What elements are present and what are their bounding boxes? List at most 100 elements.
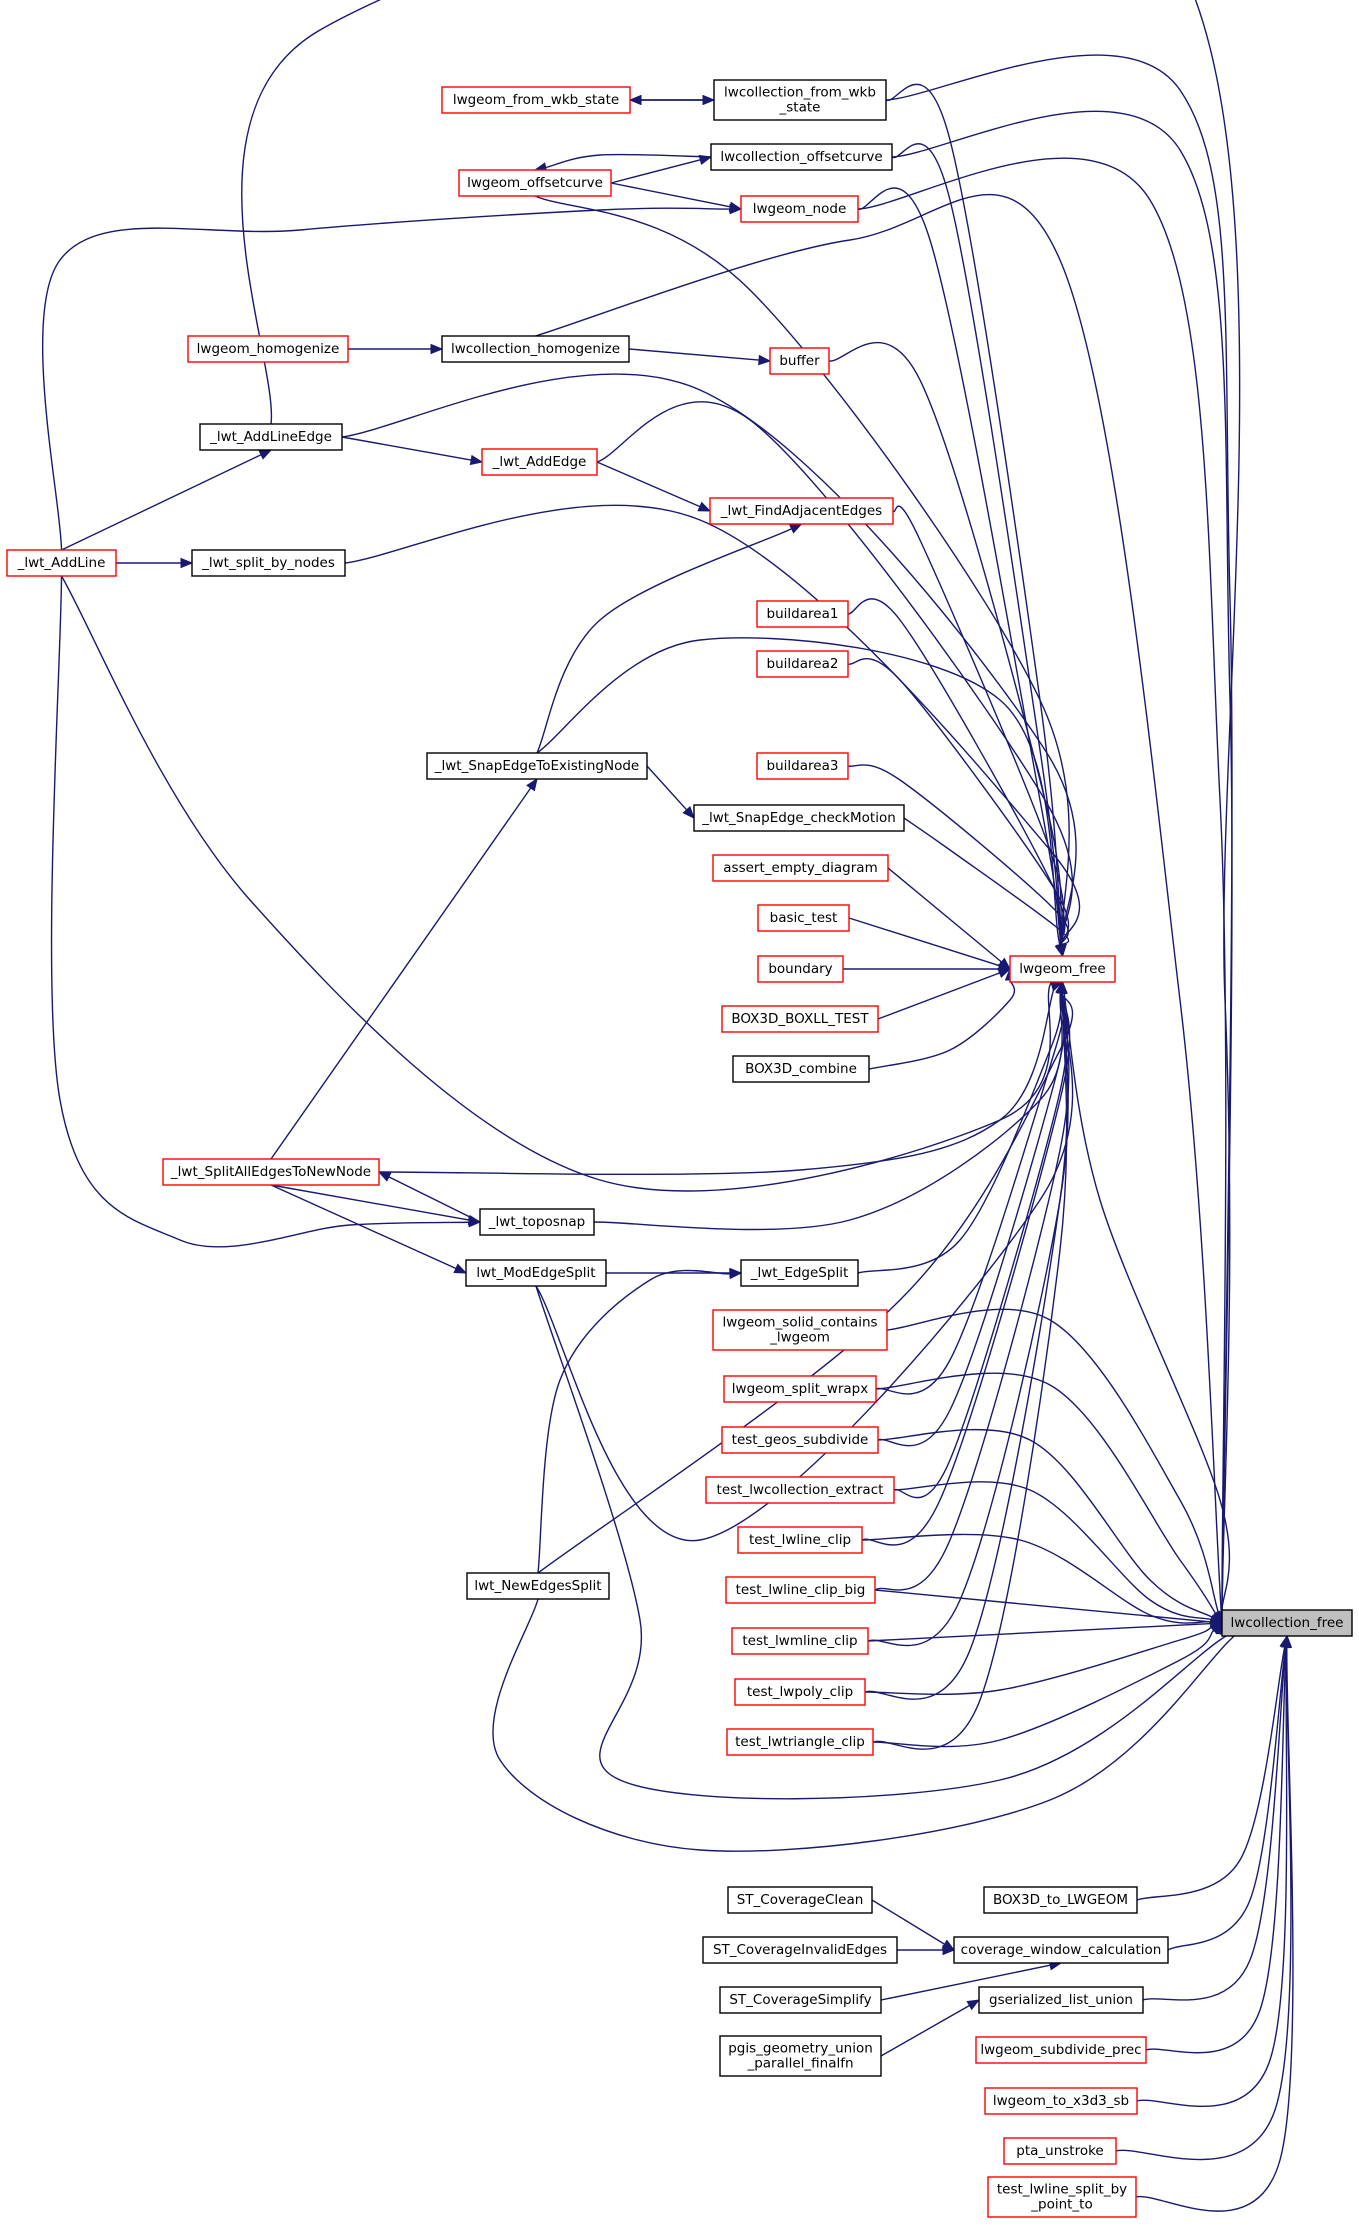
node-lwgeom-offsetcurve[interactable]: lwgeom_offsetcurve: [458, 169, 612, 197]
node-test-geos-subdivide[interactable]: test_geos_subdivide: [721, 1426, 879, 1454]
arrowhead-icon: [377, 1171, 392, 1182]
node-lwgeom-homogenize[interactable]: lwgeom_homogenize: [187, 335, 349, 363]
node-basic-test[interactable]: basic_test: [757, 904, 850, 932]
node-lwgeom-from-wkb-state[interactable]: lwgeom_from_wkb_state: [441, 86, 631, 114]
node-box3d-boxll-test[interactable]: BOX3D_BOXLL_TEST: [721, 1005, 879, 1033]
node-boundary[interactable]: boundary: [757, 955, 844, 983]
node-st-coverageclean[interactable]: ST_CoverageClean: [727, 1886, 873, 1914]
node-lwt-snapedge-checkmotion[interactable]: _lwt_SnapEdge_checkMotion: [693, 804, 905, 832]
node-label: lwcollection_from_wkb: [724, 85, 876, 101]
node-lwt-edgesplit[interactable]: _lwt_EdgeSplit: [740, 1259, 859, 1287]
edge-lwgeom_split_wrapx-to-lwcollection_free: [875, 1372, 1223, 1625]
node-test-lwline-clip[interactable]: test_lwline_clip: [737, 1526, 863, 1554]
node-lwt-toposnap[interactable]: _lwt_toposnap: [479, 1208, 595, 1236]
edge-lwcollection_from_wkb_state-to-lwcollection_free: [885, 54, 1233, 1625]
node-lwgeom-solid-contains-lwgeom[interactable]: lwgeom_solid_contains_lwgeom: [712, 1309, 888, 1351]
node-lwcollection-free[interactable]: lwcollection_free: [1221, 1609, 1353, 1637]
edge-line: [903, 817, 1070, 946]
edge-line: [378, 974, 1060, 1176]
edge-line: [867, 1622, 1212, 1642]
node-label: buildarea3: [767, 758, 839, 774]
edge-line: [341, 436, 472, 461]
node-lwt-addedge[interactable]: _lwt_AddEdge: [481, 448, 598, 476]
node-box: [756, 600, 849, 628]
node-lwcollection-offsetcurve[interactable]: lwcollection_offsetcurve: [710, 143, 893, 171]
edge-line: [270, 787, 532, 1160]
node-label: _point_to: [1030, 2197, 1092, 2213]
node-box: [975, 2036, 1147, 2064]
node-box: [712, 1309, 888, 1351]
node-lwt-modedgesplit[interactable]: lwt_ModEdgeSplit: [465, 1259, 607, 1287]
edge-line: [535, 1285, 1238, 1800]
arrowhead-icon: [788, 523, 803, 534]
node-lwt-split-by-nodes[interactable]: _lwt_split_by_nodes: [191, 549, 346, 577]
node-label: _lwt_split_by_nodes: [201, 555, 335, 571]
node-buildarea2[interactable]: buildarea2: [756, 650, 849, 678]
edge-line: [534, 195, 1070, 946]
edge-line: [1136, 1646, 1286, 1901]
node-st-coverageinvalidedges[interactable]: ST_CoverageInvalidEdges: [702, 1936, 898, 1964]
node-buildarea1[interactable]: buildarea1: [756, 600, 849, 628]
node-gserialized-list-union[interactable]: gserialized_list_union: [978, 1986, 1144, 2014]
node-test-lwmline-clip[interactable]: test_lwmline_clip: [731, 1627, 869, 1655]
node-pgis-geometry-union-parallel-finalfn[interactable]: pgis_geometry_union_parallel_finalfn: [719, 2035, 882, 2077]
node-box3d-combine[interactable]: BOX3D_combine: [732, 1055, 870, 1083]
edge-lwgeom_node-to-lwgeom_free: [857, 187, 1067, 958]
node-lwgeom-to-x3d3-sb[interactable]: lwgeom_to_x3d3_sb: [984, 2087, 1138, 2115]
node-lwt-snapedgetoexistingnode[interactable]: _lwt_SnapEdgeToExistingNode: [426, 752, 648, 780]
node-lwt-newedgessplit[interactable]: lwt_NewEdgesSplit: [466, 1572, 610, 1600]
node-test-lwtriangle-clip[interactable]: test_lwtriangle_clip: [726, 1728, 874, 1756]
node-test-lwline-clip-big[interactable]: test_lwline_clip_big: [725, 1576, 876, 1604]
node-lwt-addlineedge[interactable]: _lwt_AddLineEdge: [199, 423, 343, 451]
node-lwt-splitalledgestonewnode[interactable]: _lwt_SplitAllEdgesToNewNode: [162, 1158, 380, 1186]
edge-basic_test-to-lwgeom_free: [848, 917, 1012, 971]
edge-lwt_AddLine-to-lwgeom_free: [60, 575, 1064, 1192]
node-lwgeom-split-wrapx[interactable]: lwgeom_split_wrapx: [723, 1375, 877, 1403]
node-test-lwline-split-by-point-to[interactable]: test_lwline_split_by_point_to: [987, 2176, 1137, 2218]
node-box: [441, 86, 631, 114]
node-buffer[interactable]: buffer: [769, 347, 830, 375]
node-label: _lwt_AddEdge: [492, 454, 587, 470]
edge-lwgeom_offsetcurve-to-lwcollection_offsetcurve: [610, 154, 713, 184]
node-label: lwt_NewEdgesSplit: [474, 1578, 601, 1594]
node-label: buffer: [779, 353, 820, 369]
node-lwcollection-from-wkb-state[interactable]: lwcollection_from_wkb_state: [713, 79, 887, 121]
node-box3d-to-lwgeom[interactable]: BOX3D_to_LWGEOM: [983, 1886, 1138, 1914]
node-box: [426, 752, 648, 780]
node-label: _parallel_finalfn: [746, 2056, 853, 2072]
edge-BOX3D_combine-to-lwgeom_free: [868, 967, 1016, 1070]
edge-lwt_SnapEdge_checkMotion-to-lwgeom_free: [903, 817, 1070, 958]
arrowhead-icon: [997, 968, 1012, 978]
node-label: ST_CoverageInvalidEdges: [713, 1942, 887, 1958]
node-lwgeom-node[interactable]: lwgeom_node: [740, 195, 859, 223]
node-label: ST_CoverageSimplify: [729, 1992, 871, 2008]
node-lwt-addline[interactable]: _lwt_AddLine: [6, 549, 117, 577]
edge-line: [861, 992, 1071, 1546]
node-ptarray-unstroke[interactable]: pta_unstroke: [1003, 2137, 1117, 2165]
node-test-lwcollection-extract[interactable]: test_lwcollection_extract: [705, 1476, 895, 1504]
node-box: [721, 1005, 879, 1033]
node-coverage-window-calculation[interactable]: coverage_window_calculation: [953, 1936, 1169, 1964]
edge-ptarray_unstroke-to-lwcollection_free: [1115, 1634, 1292, 2161]
node-lwgeom-free[interactable]: lwgeom_free: [1009, 955, 1116, 983]
node-lwt-findadjacentedges[interactable]: _lwt_FindAdjacentEdges: [709, 497, 894, 525]
node-label: _lwt_FindAdjacentEdges: [720, 503, 882, 519]
node-label: test_lwtriangle_clip: [735, 1734, 865, 1750]
edge-line: [610, 182, 731, 208]
edge-line: [536, 528, 792, 754]
node-lwgeom-subdivide-prec[interactable]: lwgeom_subdivide_prec: [975, 2036, 1147, 2064]
edge-line: [864, 1626, 1213, 1696]
arrowhead-icon: [453, 1263, 468, 1274]
node-st-coveragesimplify[interactable]: ST_CoverageSimplify: [719, 1986, 882, 2014]
node-assert-empty-diagram[interactable]: assert_empty_diagram: [712, 854, 889, 882]
edge-line: [892, 505, 1065, 946]
node-test-lwpoly-clip[interactable]: test_lwpoly_clip: [734, 1678, 866, 1706]
node-label: _lwt_AddLineEdge: [209, 429, 332, 445]
node-box: [719, 1986, 882, 2014]
node-buildarea3[interactable]: buildarea3: [756, 752, 849, 780]
node-box: [1009, 955, 1116, 983]
node-lwcollection-homogenize[interactable]: lwcollection_homogenize: [441, 335, 630, 363]
edge-line: [864, 992, 1069, 1700]
edge-line: [872, 1629, 1215, 1748]
edge-line: [646, 765, 688, 811]
